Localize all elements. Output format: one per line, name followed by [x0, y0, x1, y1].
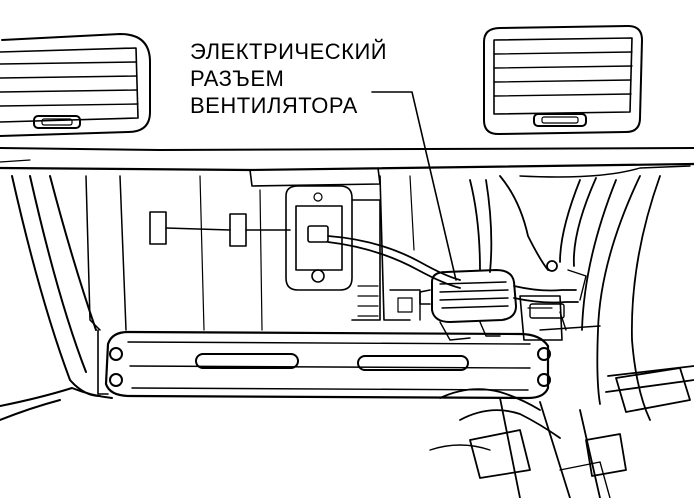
callout-leader-line — [371, 91, 457, 281]
left-side-panel — [0, 175, 127, 421]
wiring-harness — [327, 165, 691, 289]
mounting-bracket — [519, 269, 587, 341]
callout-line-3: ВЕНТИЛЯТОРА — [190, 93, 358, 118]
left-air-vent — [0, 33, 151, 137]
blower-housing — [149, 175, 421, 331]
callout-line-1: ЭЛЕКТРИЧЕСКИЙ — [190, 39, 388, 64]
callout-line-2: РАЗЪЕМ — [190, 66, 285, 91]
cross-member-bracket — [97, 329, 551, 400]
callout-label: ЭЛЕКТРИЧЕСКИЙ РАЗЪЕМ ВЕНТИЛЯТОРА — [190, 38, 387, 119]
right-air-vent — [483, 25, 643, 135]
dashboard-edge — [0, 147, 694, 187]
